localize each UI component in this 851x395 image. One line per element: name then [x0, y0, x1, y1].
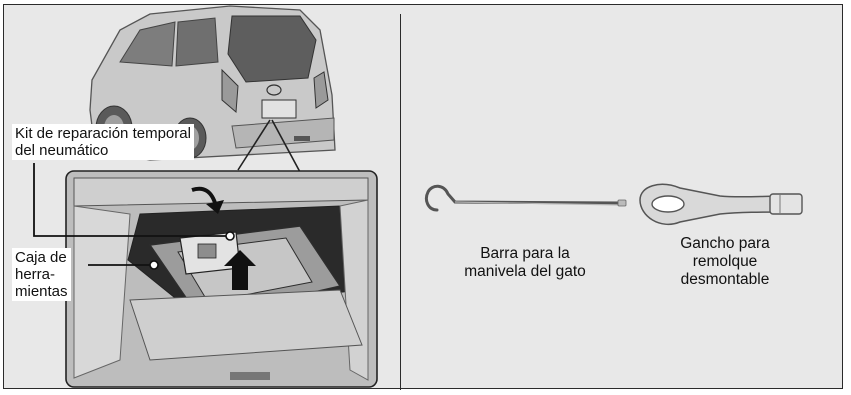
caja-label-line3: mientas: [15, 283, 68, 300]
towing-hook-caption-line3: desmontable: [680, 271, 770, 288]
trunk-inset-illustration: [65, 170, 378, 388]
jack-bar-caption-line1: Barra para la: [480, 245, 570, 262]
jack-bar-caption-line2: manivela del gato: [464, 263, 586, 280]
kit-leader-line: [33, 163, 228, 237]
panel-divider: [400, 14, 401, 390]
kit-label-line2: del neumático: [15, 142, 109, 159]
callout-line-right: [271, 119, 301, 173]
kit-label: Kit de reparación temporal del neumático: [12, 124, 194, 160]
caja-label-line2: herra-: [15, 266, 56, 283]
caja-label-line1: Caja de: [15, 249, 67, 266]
towing-hook-caption-line1: Gancho para: [680, 235, 770, 252]
callout-line-left: [237, 119, 271, 171]
towing-hook-caption-line2: remolque: [692, 253, 758, 270]
jack-handle-bar-illustration: [424, 184, 627, 212]
jack-bar-caption: Barra para la manivela del gato: [440, 245, 610, 281]
towing-hook-caption: Gancho para remolque desmontable: [655, 235, 795, 289]
caja-label: Caja de herra- mientas: [12, 248, 71, 301]
kit-label-line1: Kit de reparación temporal: [15, 125, 191, 142]
towing-hook-illustration: [639, 183, 803, 225]
